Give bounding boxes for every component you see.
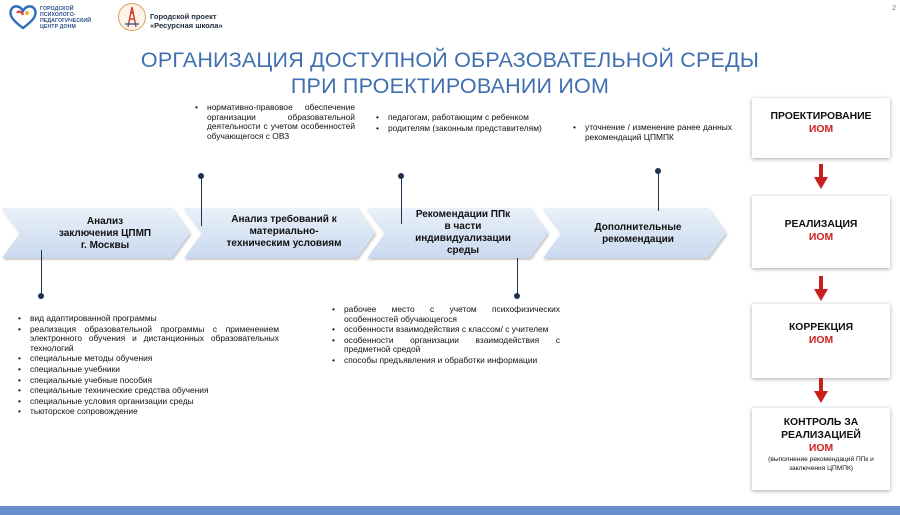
stage-correction-box: КОРРЕКЦИЯ ИОМ [752,304,890,378]
stage-control-box: КОНТРОЛЬ ЗА РЕАЛИЗАЦИЕЙ ИОМ (выполнение … [752,408,890,490]
connector-dot-1 [38,293,44,299]
notes-bottom-col3: рабочее место с учетом психофизических о… [330,304,560,367]
stage-accent: ИОМ [808,232,834,243]
page-title: ОРГАНИЗАЦИЯ ДОСТУПНОЙ ОБРАЗОВАТЕЛЬНОЙ СР… [0,47,900,99]
connector-stem-2 [200,176,202,226]
logo-resource-school [117,2,147,32]
tower-logo-icon [118,3,146,31]
connector-stem-1 [40,250,42,296]
notes-bottom-col1: вид адаптированной программы реализация … [16,313,279,418]
flow-step-4: Дополнительные рекомендации [594,222,682,245]
connector-stem-3 [400,176,402,224]
title-line-2: ПРИ ПРОЕКТИРОВАНИИ ИОМ [290,74,610,98]
note-item: способы предъявления и обработки информа… [330,355,560,366]
title-line-1: ОРГАНИЗАЦИЯ ДОСТУПНОЙ ОБРАЗОВАТЕЛЬНОЙ СР… [140,48,760,72]
flow-chevrons [2,208,726,258]
note-item: тьюторское сопровождение [16,407,279,417]
note-item: специальные методы обучения [16,354,279,364]
stage-accent: ИОМ [808,335,834,346]
note-item: педагогам, работающим с ребенком [374,112,550,123]
note-item: нормативно-правовое обеспечение организа… [193,102,355,141]
note-item: особенности взаимодействия с классом/ с … [330,325,560,335]
connector-stem-4 [657,171,659,211]
note-item: специальные учебные пособия [16,375,279,386]
down-arrow-icon [814,164,828,189]
stage-implementation-box: РЕАЛИЗАЦИЯ ИОМ [752,196,890,268]
flow-step-1: Анализ заключения ЦПМП г. Москвы [58,216,152,251]
stage-accent: ИОМ [808,124,834,135]
stage-accent: ИОМ [808,443,834,454]
connector-dot-3b [514,293,520,299]
chevron-shape-1 [2,208,190,258]
note-item: вид адаптированной программы [16,313,279,324]
note-item: уточнение / изменение ранее данных реком… [571,122,732,142]
stage-label: КОНТРОЛЬ ЗА РЕАЛИЗАЦИЕЙ [781,417,861,441]
notes-top-col3: педагогам, работающим с ребенком родител… [374,112,550,134]
notes-top-col2: нормативно-правовое обеспечение организа… [193,102,355,142]
stage-label: КОРРЕКЦИЯ [788,322,854,333]
stage-label: ПРОЕКТИРОВАНИЕ [770,111,872,122]
heart-logo-icon [9,5,37,30]
stage-design-box: ПРОЕКТИРОВАНИЕ ИОМ [752,98,890,158]
note-item: реализация образовательной программы с п… [16,324,279,354]
chevron-shape-2 [184,208,375,258]
flow-step-2: Анализ требований к материально- техниче… [226,214,342,249]
chevron-shape-4 [543,208,726,258]
connector-stem-3b [516,258,518,296]
chevron-shape-3 [367,208,548,258]
note-item: специальные условия организации среды [16,396,279,407]
logo-ppc [8,4,38,30]
note-item: специальные учебники [16,364,279,375]
logo-resource-school-text: Городской проект «Ресурсная школа» [150,12,223,30]
footer-band [0,506,900,515]
stage-label: РЕАЛИЗАЦИЯ [784,219,858,230]
down-arrow-icon [814,378,828,403]
note-item: родителям (законным представителям) [374,123,550,134]
page-number: 2 [892,5,896,12]
note-item: специальные технические средства обучени… [16,386,279,396]
flow-step-3: Рекомендации ППк в части индивидуализаци… [415,209,511,256]
note-item: особенности организации взаимодействия с… [330,335,560,355]
note-item: рабочее место с учетом психофизических о… [330,304,560,324]
down-arrow-icon [814,276,828,301]
stage-note: (выполнение рекомендаций ППк и заключени… [768,456,874,472]
notes-top-col4: уточнение / изменение ранее данных реком… [571,122,732,143]
logo-ppc-text: ГОРОДСКОЙ ПСИХОЛОГО- ПЕДАГОГИЧЕСКИЙ ЦЕНТ… [40,6,92,30]
